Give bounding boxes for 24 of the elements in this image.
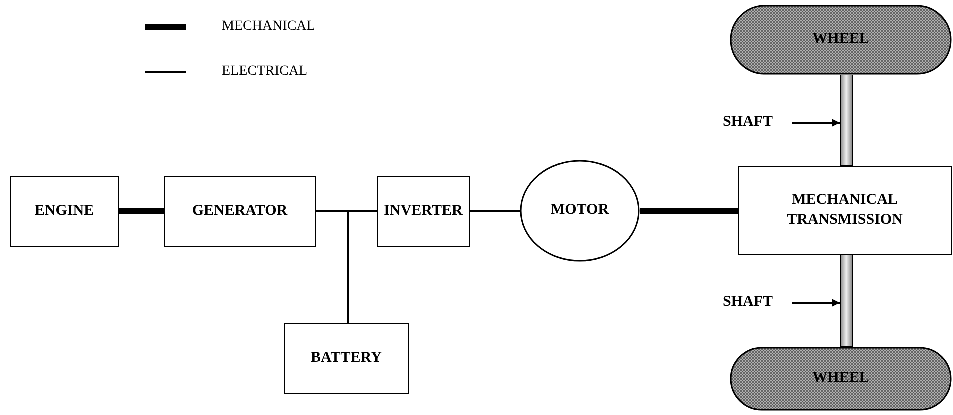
leader-arrow [792, 119, 840, 127]
shaft-bar [840, 255, 853, 347]
node-label: MOTOR [550, 201, 610, 220]
process-box [377, 176, 470, 247]
legend-text: MECHANICAL [222, 20, 316, 34]
node-label: BATTERY [310, 348, 383, 368]
node-label: SHAFT [722, 113, 774, 132]
node-label: ENGINE [34, 202, 96, 221]
process-box [10, 176, 119, 247]
legend-text: ELECTRICAL [222, 65, 308, 79]
leader-arrow [792, 299, 840, 307]
process-box [284, 323, 409, 394]
connector-line [640, 208, 738, 214]
connector-line [119, 208, 164, 214]
connector-line [347, 210, 377, 323]
process-box [164, 176, 316, 247]
connector-line [470, 210, 520, 212]
node-label: SHAFT [722, 293, 774, 312]
node-label: GENERATOR [191, 202, 289, 221]
process-box [738, 166, 952, 255]
node-label: INVERTER [383, 202, 464, 221]
shaft-bar [840, 75, 853, 166]
motor-ellipse [520, 160, 640, 262]
node-label: MECHANICAL TRANSMISSION [786, 191, 904, 230]
